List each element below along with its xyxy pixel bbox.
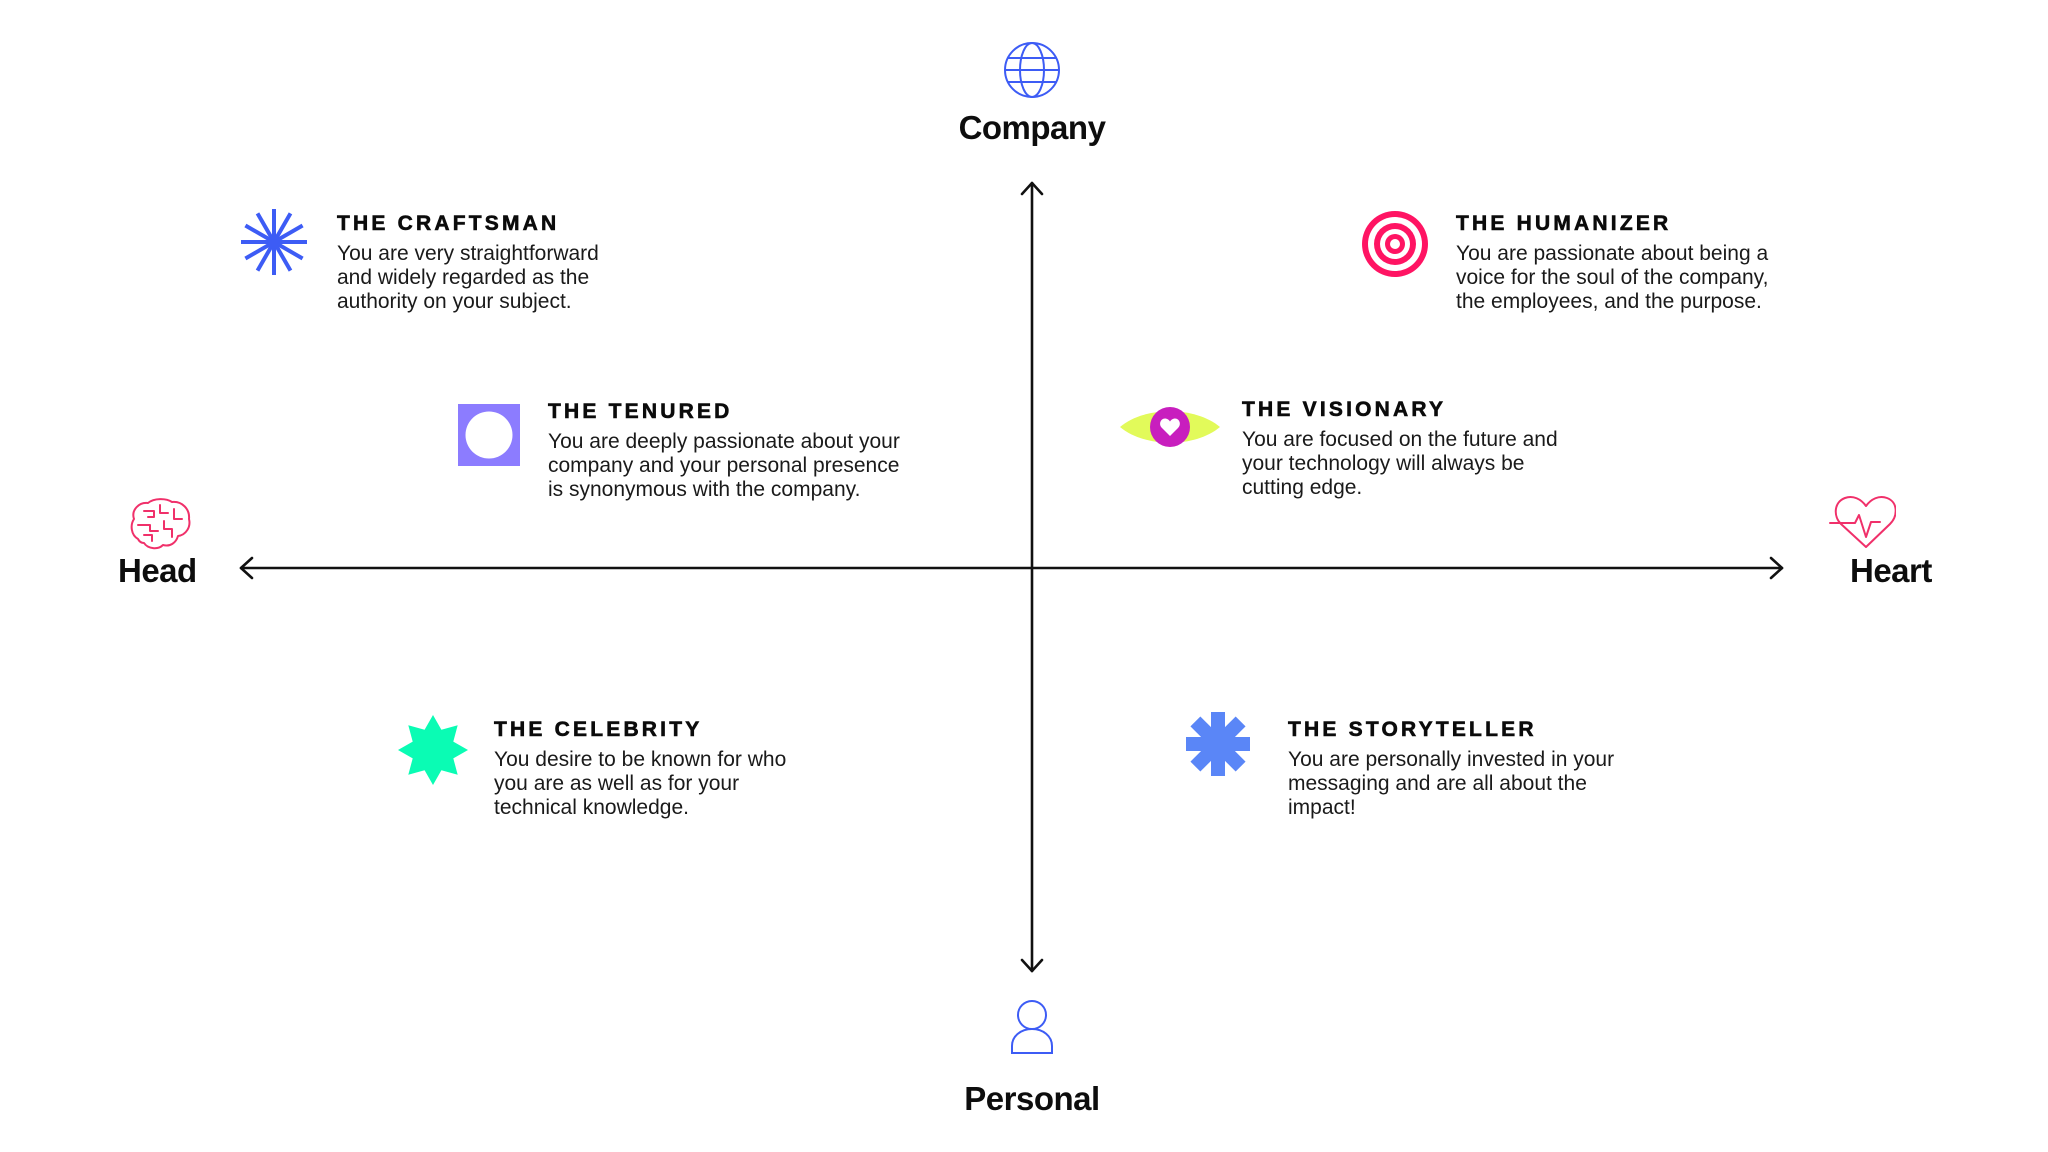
globe-icon [1004, 42, 1060, 98]
eight-point-star-icon [398, 715, 468, 785]
persona-description: You are personally invested in your mess… [1288, 748, 1615, 819]
square-circle-icon [458, 404, 520, 466]
persona-card-craftsman: THE CRAFTSMAN You are very straightforwa… [337, 212, 599, 314]
asterisk-icon [1186, 712, 1250, 776]
axis-label-company: Company [958, 109, 1106, 146]
persona-card-visionary: THE VISIONARY You are focused on the fut… [1242, 398, 1558, 500]
persona-card-celebrity: THE CELEBRITY You desire to be known for… [494, 718, 787, 820]
persona-title: THE VISIONARY [1242, 398, 1447, 422]
persona-title: THE HUMANIZER [1456, 212, 1672, 236]
axis-label-personal: Personal [964, 1080, 1100, 1117]
eye-heart-icon [1120, 407, 1220, 447]
arrow-left-icon [239, 556, 254, 580]
person-icon [1011, 1000, 1053, 1054]
heartbeat-icon [1829, 496, 1896, 548]
persona-card-tenured: THE TENURED You are deeply passionate ab… [548, 400, 900, 502]
persona-description: You are very straightforward and widely … [337, 242, 599, 313]
persona-title: THE TENURED [548, 400, 733, 424]
persona-description: You are focused on the future and your t… [1242, 428, 1558, 499]
persona-description: You desire to be known for who you are a… [494, 748, 787, 819]
persona-card-humanizer: THE HUMANIZER You are passionate about b… [1456, 212, 1769, 314]
persona-description: You are passionate about being a voice f… [1456, 242, 1769, 313]
arrow-up-icon [1020, 181, 1044, 196]
persona-card-storyteller: THE STORYTELLER You are personally inves… [1288, 718, 1614, 820]
persona-description: You are deeply passionate about your com… [548, 430, 900, 501]
arrow-down-icon [1020, 958, 1044, 973]
starburst-icon [241, 209, 307, 275]
arrow-right-icon [1769, 556, 1784, 580]
brain-icon [130, 498, 191, 550]
axis-label-heart: Heart [1850, 552, 1932, 589]
target-icon [1362, 211, 1428, 277]
persona-title: THE CRAFTSMAN [337, 212, 560, 236]
persona-title: THE CELEBRITY [494, 718, 703, 742]
axis-label-head: Head [118, 552, 197, 589]
persona-title: THE STORYTELLER [1288, 718, 1537, 742]
